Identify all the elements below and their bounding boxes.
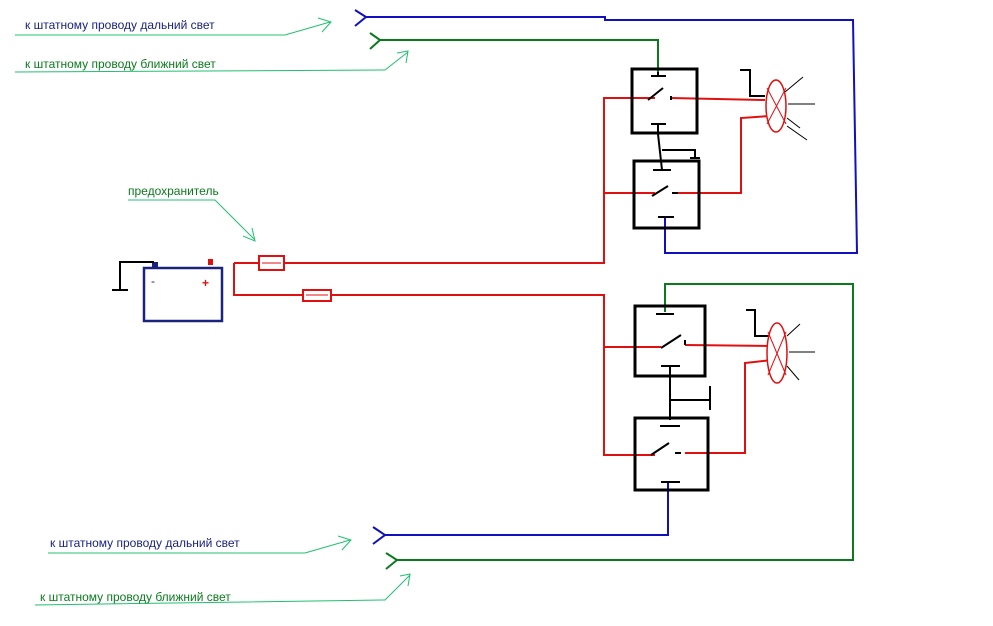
lamp-bottom	[746, 309, 815, 384]
label-low-beam-top: к штатному проводу ближний свет	[25, 57, 216, 71]
relay-top-2	[632, 159, 701, 230]
lamp-feed-bottom-2	[685, 359, 773, 454]
high-beam-wire-bottom	[385, 483, 669, 536]
lamp-top-ground	[740, 69, 765, 97]
pointer-low-beam-top	[14, 51, 409, 73]
lamp-top	[740, 69, 815, 141]
pointer-high-beam-bottom	[48, 539, 351, 554]
high-beam-wire-top	[366, 16, 859, 254]
label-low-beam-bottom: к штатному проводу ближний свет	[40, 590, 231, 604]
high-beam-connector-top	[354, 9, 368, 27]
battery-ground-wire	[119, 261, 154, 290]
low-beam-connector-top	[369, 32, 382, 50]
power-wire-bottom	[331, 294, 661, 348]
power-wire-top	[284, 97, 655, 264]
lamp-feed-top-1	[670, 97, 766, 101]
relay-bottom-1	[633, 304, 707, 420]
pointer-high-beam-top	[15, 21, 331, 36]
label-high-beam-top: к штатному проводу дальний свет	[25, 18, 215, 32]
power-wires	[233, 97, 773, 456]
low-beam-wire-bottom	[397, 283, 854, 561]
battery-plus: +	[202, 276, 209, 290]
low-beam-wire-top	[380, 39, 659, 72]
lamp-feed-top-2	[675, 115, 771, 194]
pointer-low-beam-bottom	[34, 574, 411, 606]
label-fuse: предохранитель	[128, 184, 219, 198]
high-beam-wires	[354, 9, 859, 545]
low-beam-connector-bottom	[385, 552, 399, 570]
relay-top-1	[630, 67, 699, 135]
lamp-feed-bottom-1	[684, 344, 773, 347]
lamp-bottom-ground	[746, 309, 770, 337]
battery: - +	[112, 259, 224, 323]
pointers	[14, 17, 411, 606]
high-beam-connector-bottom	[372, 526, 387, 545]
relay-bottom-2	[633, 416, 710, 492]
low-beam-wires	[369, 32, 854, 570]
battery-minus: -	[151, 274, 155, 288]
label-high-beam-bottom: к штатному проводу дальний свет	[50, 536, 240, 550]
pointer-fuse	[128, 199, 256, 241]
